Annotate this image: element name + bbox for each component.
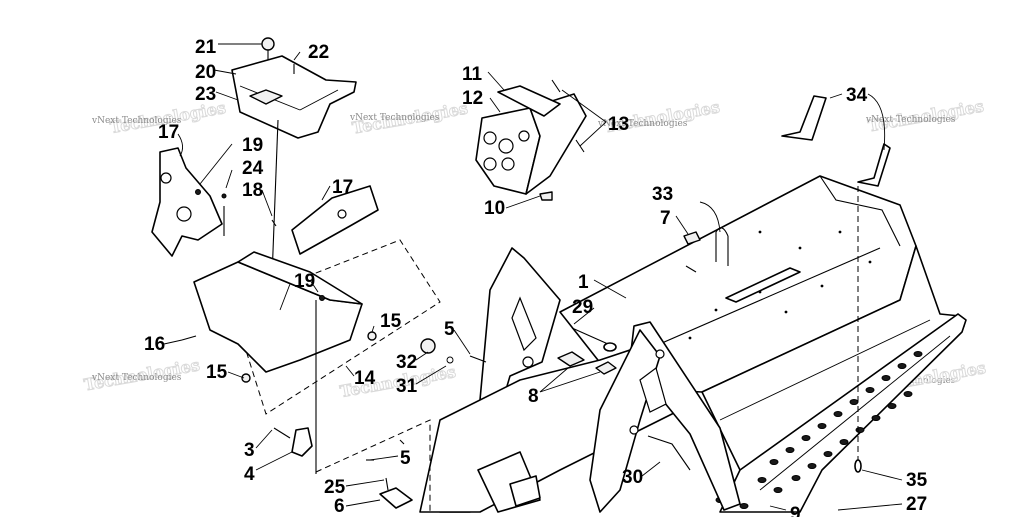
callout-17-right: 17 xyxy=(332,177,353,198)
callout-12: 12 xyxy=(462,88,483,109)
handle-assembly xyxy=(781,95,891,473)
upper-cover xyxy=(231,37,357,331)
callout-24: 24 xyxy=(242,158,264,179)
callout-5-upper: 5 xyxy=(444,319,455,340)
callout-11: 11 xyxy=(462,64,483,85)
callout-29: 29 xyxy=(572,297,593,318)
watermark-text: vNext Technologies xyxy=(91,116,182,126)
callout-16: 16 xyxy=(144,334,165,355)
callout-13: 13 xyxy=(608,114,629,135)
callout-15-left: 15 xyxy=(206,362,228,383)
callout-10: 10 xyxy=(484,198,505,219)
callout-labels: 21 22 20 23 17 19 24 18 17 11 12 13 10 3… xyxy=(144,37,928,517)
callout-33: 33 xyxy=(652,184,673,205)
callout-7: 7 xyxy=(660,208,671,229)
callout-6: 6 xyxy=(334,496,345,517)
front-frame xyxy=(419,227,741,513)
watermark-text: vNext Technologies xyxy=(597,119,688,129)
callout-8: 8 xyxy=(528,386,539,407)
callout-3: 3 xyxy=(244,440,255,461)
callout-15-right: 15 xyxy=(380,311,402,332)
deck-rivets xyxy=(688,230,872,340)
running-board-holes xyxy=(715,351,923,509)
callout-27: 27 xyxy=(906,494,927,515)
lower-bracket xyxy=(181,239,441,474)
callout-30: 30 xyxy=(622,467,643,488)
front-small-parts xyxy=(273,338,487,512)
callout-17-left: 17 xyxy=(158,122,179,143)
watermark-text: vNext Technologies xyxy=(91,373,182,383)
callout-20: 20 xyxy=(195,62,216,83)
console-housing xyxy=(475,79,587,201)
callout-4: 4 xyxy=(244,464,255,485)
callout-14: 14 xyxy=(354,368,376,389)
callout-34: 34 xyxy=(846,85,868,106)
callout-19-upper: 19 xyxy=(242,135,263,156)
left-brackets xyxy=(151,147,379,257)
callout-22: 22 xyxy=(308,42,329,63)
callout-19-lower: 19 xyxy=(294,271,315,292)
callout-21: 21 xyxy=(195,37,217,58)
leader-lines xyxy=(163,43,903,511)
watermark-text: vNext Technologies xyxy=(349,113,440,123)
callout-23: 23 xyxy=(195,84,216,105)
watermark-text: vNext Technologies xyxy=(865,115,956,125)
callout-31: 31 xyxy=(396,376,418,397)
callout-9: 9 xyxy=(790,504,801,517)
callout-5-lower: 5 xyxy=(400,448,411,469)
callout-1: 1 xyxy=(578,272,589,293)
callout-35: 35 xyxy=(906,470,928,491)
callout-25: 25 xyxy=(324,477,346,498)
callout-18: 18 xyxy=(242,180,263,201)
callout-32: 32 xyxy=(396,352,417,373)
